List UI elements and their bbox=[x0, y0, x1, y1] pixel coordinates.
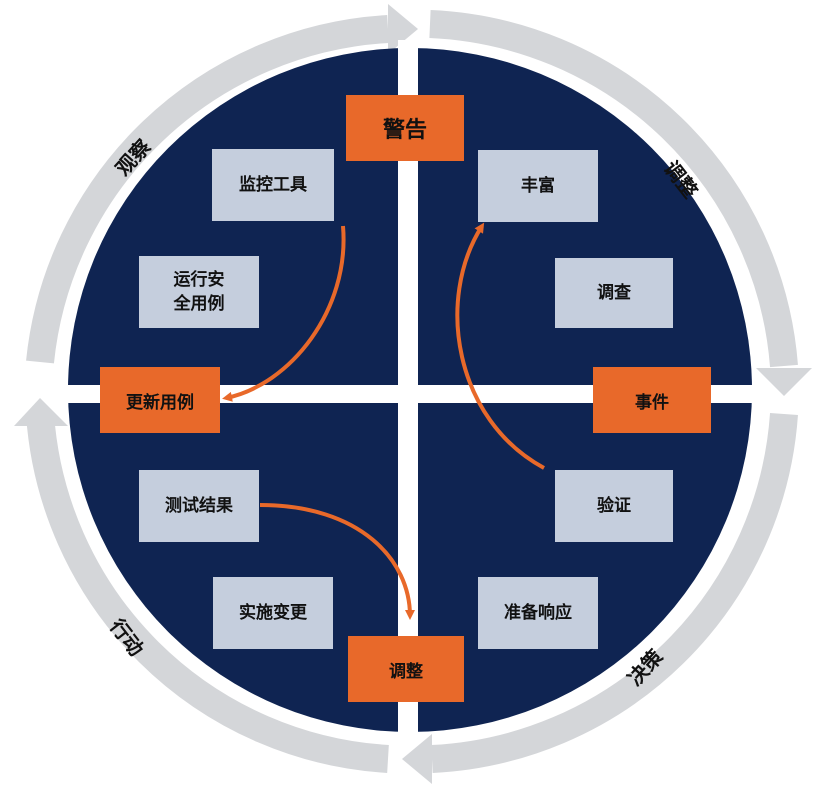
alert-box: 警告 bbox=[346, 95, 464, 161]
ops-security-use-case-box: 运行安 全用例 bbox=[139, 256, 259, 328]
update-use-case-box: 更新用例 bbox=[100, 367, 220, 433]
flow-arrow-monitoring-to-update bbox=[222, 225, 346, 402]
adjust-box: 调整 bbox=[348, 636, 464, 702]
ring-segment-decide bbox=[431, 413, 798, 773]
implement-change-box: 实施变更 bbox=[213, 577, 333, 649]
investigate-box: 调查 bbox=[555, 258, 673, 328]
verify-box: 验证 bbox=[555, 470, 673, 542]
ring-arrowhead-top bbox=[388, 4, 418, 54]
ring-arrowhead-bottom bbox=[402, 734, 432, 784]
ring-arrowhead-left bbox=[14, 398, 68, 426]
ring-arrowhead-right bbox=[756, 368, 812, 396]
divider-horizontal bbox=[62, 385, 762, 403]
ring-segment-adjust bbox=[429, 10, 798, 368]
prepare-response-box: 准备响应 bbox=[478, 577, 598, 649]
monitoring-tools-box: 监控工具 bbox=[212, 149, 334, 221]
ring-segment-observe bbox=[26, 15, 389, 364]
test-results-box: 测试结果 bbox=[139, 470, 259, 542]
flow-arrow-verify-to-enrich bbox=[455, 222, 545, 470]
enrich-box: 丰富 bbox=[478, 150, 598, 222]
event-box: 事件 bbox=[593, 367, 711, 433]
flow-arrow-test-to-adjust bbox=[259, 503, 415, 620]
ring-segment-act bbox=[26, 413, 389, 773]
